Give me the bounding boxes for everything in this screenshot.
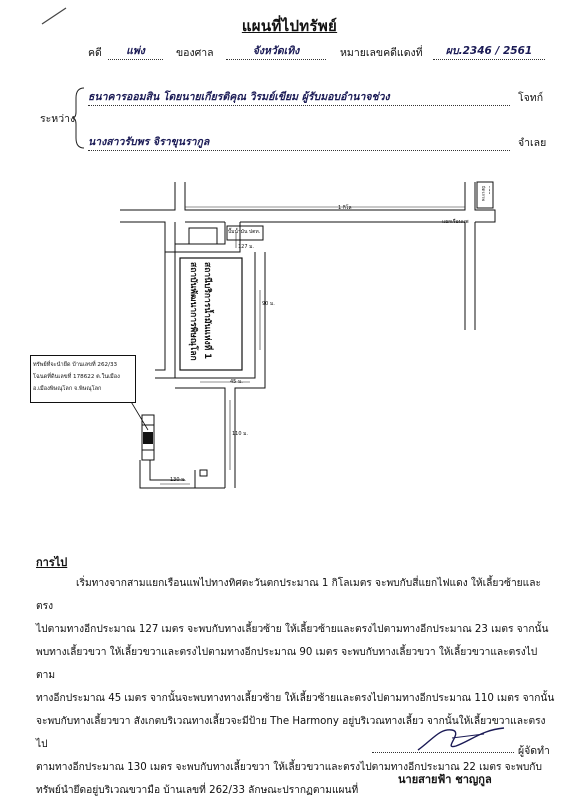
corner-mark: [41, 7, 67, 25]
property-line-1: ทรัพย์ที่จะนำยึด บ้านเลขที่ 262/33: [33, 362, 118, 368]
page-title: แผนที่ไปทรัพย์: [241, 17, 338, 35]
intersection-label: แยกเรือนแพ: [442, 219, 469, 225]
small-box-1: [188, 227, 218, 245]
case-type: แพ่ง: [108, 42, 163, 60]
signature-scribble: [417, 727, 505, 751]
signature-line: [372, 752, 514, 753]
route-map: [120, 181, 496, 489]
directions-heading: การไป: [36, 556, 68, 569]
property-box: ทรัพย์ที่จะนำยึด บ้านเลขที่ 262/33 โฉนดท…: [30, 355, 136, 403]
plaintiff-role: โจทก์: [518, 92, 544, 104]
main-road: [120, 182, 176, 211]
distance-90: 90 ม.: [262, 301, 275, 307]
fuel-station-box: [226, 225, 264, 241]
party-brace: [72, 87, 85, 149]
directions-text: เริ่มทางจากสามแยกเรือนแพไปทางทิศตะวันตกป…: [36, 572, 556, 802]
court-name: จังหวัดเทิง: [226, 42, 326, 60]
directions-line-7: ทรัพย์นำยึดอยู่บริเวณขวามือ บ้านเลขที่ 2…: [36, 785, 359, 796]
defendant-name: นางสาวรับพร จิราขุนรากูล: [88, 133, 510, 151]
court-label: ของศาล: [176, 47, 214, 59]
fuel-station-label: ปั๊มน้ำมัน ปตท.: [228, 229, 261, 235]
case-prefix: คดี: [88, 47, 102, 59]
red-case-number: ผบ.2346 / 2561: [433, 42, 545, 60]
top-right-road-label: ถนนมิตรภาพ: [481, 186, 490, 201]
plaintiff-name: ธนาคารออมสิน โดยนายเกียรติคุณ วิรมย์เขีย…: [88, 88, 510, 106]
distance-45: 45 ม.: [230, 379, 243, 385]
directions-line-5: จะพบกับทางเลี้ยวขวา สังเกตบริเวณทางเลี้ย…: [36, 716, 546, 750]
directions-line-1: เริ่มทางจากสามแยกเรือนแพไปทางทิศตะวันตกป…: [36, 578, 541, 612]
signature-name: นายสายฟ้า ชาญกูล: [398, 773, 492, 786]
red-no-label: หมายเลขคดีแดงที่: [340, 47, 423, 59]
property-marker: [141, 414, 155, 461]
distance-130: 130 ม.: [170, 477, 187, 483]
building-box: [179, 257, 243, 371]
property-line-3: อ.เมืองพิษณุโลก จ.พิษณุโลก: [33, 386, 102, 392]
distance-110: 110 ม.: [232, 431, 249, 437]
top-right-road-box: [476, 181, 494, 209]
directions-line-6: ตามทางอีกประมาณ 130 เมตร จะพบกับทางเลี้ย…: [36, 762, 542, 773]
road-distance-1: 1 กิโล: [338, 205, 352, 211]
property-line-2: โฉนดที่ดินเลขที่ 178622 ต.ในเมือง: [33, 374, 120, 380]
defendant-role: จำเลย: [518, 137, 547, 149]
distance-127: 127 ม.: [238, 244, 255, 250]
directions-line-3: พบทางเลี้ยวขวา ให้เลี้ยวขวาและตรงไปตามทา…: [36, 647, 538, 681]
building-label: สถานีบริการน้ำมันแห่งที่ 1 สถาบันพัฒนากา…: [188, 262, 212, 361]
directions-line-4: ทางอีกประมาณ 45 เมตร จากนั้นจะพบทางทางเล…: [36, 693, 555, 704]
between-label: ระหว่าง: [40, 113, 76, 125]
directions-line-2: ไปตามทางอีกประมาณ 127 เมตร จะพบกับทางเลี…: [36, 624, 549, 635]
signature-role: ผู้จัดทำ: [518, 745, 550, 757]
case-line: คดี แพ่ง ของศาล จังหวัดเทิง หมายเลขคดีแด…: [88, 44, 558, 60]
